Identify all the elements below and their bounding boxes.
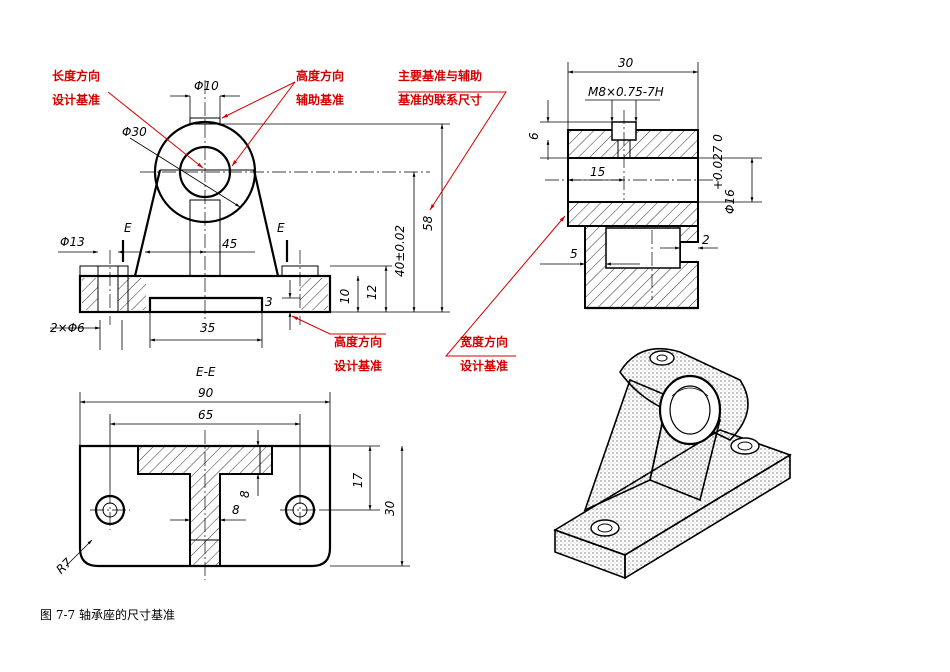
section-title: E-E xyxy=(196,365,216,379)
dim-8-horizontal: 8 xyxy=(232,503,240,517)
label-height-aux-2: 辅助基准 xyxy=(296,92,344,107)
label-height-aux-1: 高度方向 xyxy=(296,68,344,83)
label-width-datum-2: 设计基准 xyxy=(460,358,508,373)
label-height-datum-2: 设计基准 xyxy=(334,358,382,373)
dim-5: 5 xyxy=(570,247,578,261)
dim-90: 90 xyxy=(198,386,214,400)
dim-65: 65 xyxy=(198,408,213,422)
dim-r7: R7 xyxy=(53,555,74,576)
label-width-datum-1: 宽度方向 xyxy=(459,334,508,349)
dim-12: 12 xyxy=(365,285,379,300)
dim-15: 15 xyxy=(590,165,605,179)
dim-30-side: 30 xyxy=(618,56,634,70)
isometric-view xyxy=(553,348,792,580)
dim-phi30: Φ30 xyxy=(122,125,147,139)
dim-bore: Φ16 xyxy=(723,189,737,214)
section-view: E-E 90 65 17 30 xyxy=(53,365,410,580)
datum-annotations: 长度方向 设计基准 高度方向 辅助基准 主要基准与辅助 基准的联系尺寸 高度方向… xyxy=(52,68,566,373)
dim-3: 3 xyxy=(265,295,273,309)
dim-bore-tol: +0.027 0 xyxy=(711,134,725,190)
section-mark-right: E xyxy=(277,221,285,235)
dim-35: 35 xyxy=(200,321,215,335)
figure-caption: 图 7-7 轴承座的尺寸基准 xyxy=(40,608,175,622)
section-mark-left: E xyxy=(124,221,132,235)
dim-8-vertical: 8 xyxy=(238,490,252,498)
label-height-datum-1: 高度方向 xyxy=(334,334,382,349)
section-plate xyxy=(78,444,332,568)
dim-45: 45 xyxy=(222,237,237,251)
label-length-datum-2: 设计基准 xyxy=(52,92,100,107)
dim-2: 2 xyxy=(702,233,710,247)
dim-2-holes: 2×Φ6 xyxy=(50,321,85,335)
dim-40: 40±0.02 xyxy=(393,225,407,277)
label-relation-1: 主要基准与辅助 xyxy=(398,68,482,83)
front-view: E E Φ10 Φ30 Φ13 45 2×Φ6 35 58 40± xyxy=(50,79,450,350)
dim-6: 6 xyxy=(527,132,541,140)
label-length-datum-1: 长度方向 xyxy=(52,68,100,83)
dim-30-section: 30 xyxy=(383,500,397,516)
dim-10: 10 xyxy=(338,288,352,304)
dim-phi13: Φ13 xyxy=(60,235,85,249)
dim-17: 17 xyxy=(351,472,365,488)
label-relation-2: 基准的联系尺寸 xyxy=(397,92,482,107)
dim-thread: M8×0.75-7H xyxy=(588,85,664,99)
side-view: 30 M8×0.75-7H 6 15 Φ16 +0.027 0 5 2 xyxy=(527,56,762,310)
dim-58: 58 xyxy=(421,215,435,231)
dim-phi10: Φ10 xyxy=(194,79,219,93)
